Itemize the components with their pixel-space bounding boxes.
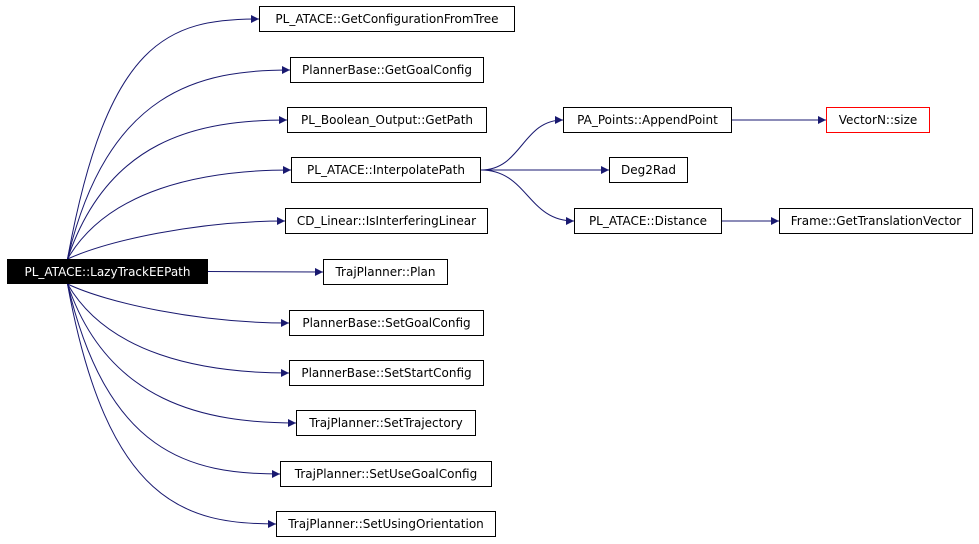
edge-root-to-set_use_goal_config [67,283,281,478]
node-set-trajectory[interactable]: TrajPlanner::SetTrajectory [296,410,476,436]
node-is-interfering-linear[interactable]: CD_Linear::IsInterferingLinear [285,208,488,234]
node-set-start-config[interactable]: PlannerBase::SetStartConfig [289,360,484,386]
edge-root-to-boolean_get_path [67,116,288,260]
node-traj-plan[interactable]: TrajPlanner::Plan [323,259,448,285]
node-get-config-from-tree[interactable]: PL_ATACE::GetConfigurationFromTree [259,6,515,32]
node-distance[interactable]: PL_ATACE::Distance [574,208,722,234]
node-set-using-orientation[interactable]: TrajPlanner::SetUsingOrientation [276,511,496,537]
node-deg2rad[interactable]: Deg2Rad [609,157,688,183]
node-vectorn-size[interactable]: VectorN::size [826,107,930,133]
edge-root-to-is_interfering_linear [67,217,286,260]
node-set-use-goal-config[interactable]: TrajPlanner::SetUseGoalConfig [280,461,492,487]
edge-root-to-set_goal_config [67,283,290,327]
edge-root-to-set_trajectory [67,283,297,427]
edge-root-to-get_config_from_tree [67,15,260,260]
node-root: PL_ATACE::LazyTrackEEPath [7,259,208,284]
edge-root-to-traj_plan [207,267,324,276]
edge-root-to-set_using_orientation [67,283,277,528]
edge-root-to-interpolate_path [67,166,292,260]
edge-interpolate_path-to-distance [480,169,575,225]
node-boolean-get-path[interactable]: PL_Boolean_Output::GetPath [287,107,487,133]
edge-interpolate_path-to-append_point [480,116,564,171]
node-set-goal-config[interactable]: PlannerBase::SetGoalConfig [289,310,484,336]
node-get-translation-vector[interactable]: Frame::GetTranslationVector [779,208,973,234]
edge-root-to-set_start_config [67,283,290,377]
node-append-point[interactable]: PA_Points::AppendPoint [563,107,732,133]
node-interpolate-path[interactable]: PL_ATACE::InterpolatePath [291,157,481,183]
node-get-goal-config[interactable]: PlannerBase::GetGoalConfig [290,57,484,83]
edge-root-to-get_goal_config [67,66,291,260]
